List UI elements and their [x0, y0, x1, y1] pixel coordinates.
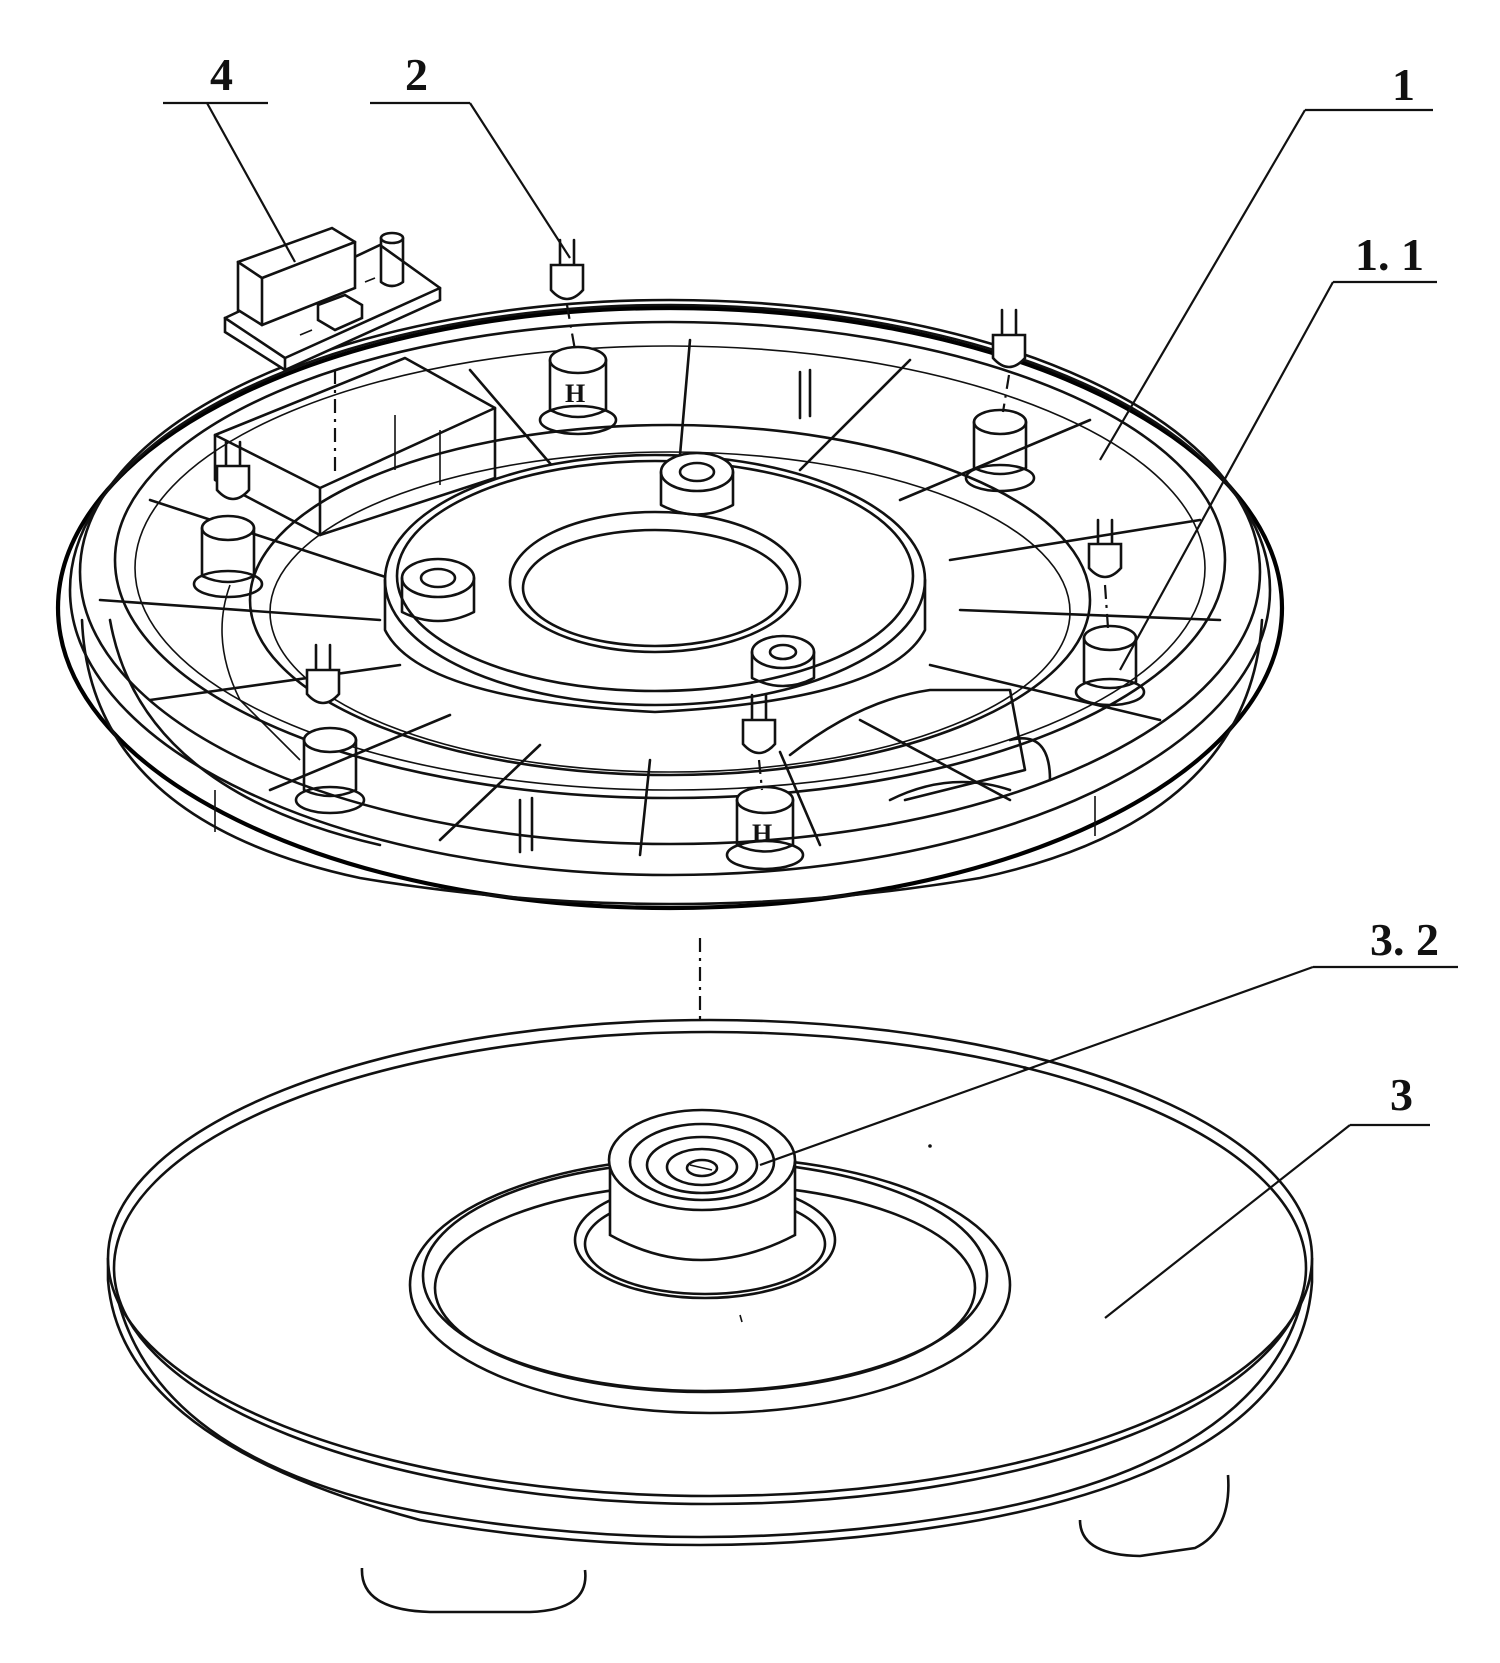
label-ring: 1 [1392, 59, 1415, 110]
svg-text:H: H [565, 379, 585, 408]
svg-text:H: H [752, 819, 772, 848]
sensor-probe-2 [993, 310, 1025, 367]
sensor-probe-4 [1089, 520, 1121, 577]
label-base: 3 [1390, 1069, 1413, 1120]
base-plate-assembly [108, 1020, 1312, 1612]
label-sensor: 2 [405, 49, 428, 100]
sensor-probe-1 [551, 240, 583, 299]
socket-1: H [540, 347, 616, 434]
upper-ring-assembly: H [58, 300, 1282, 908]
socket-5 [296, 728, 364, 813]
socket-4 [1076, 626, 1144, 705]
base-foot-left [362, 1568, 585, 1612]
base-connector [609, 1110, 795, 1260]
central-hub [385, 453, 925, 712]
label-base-connector: 3. 2 [1370, 914, 1439, 965]
label-ring-socket: 1. 1 [1355, 229, 1424, 280]
sensor-probe-5 [307, 645, 339, 703]
socket-6: H [727, 787, 803, 869]
label-pcb: 4 [210, 49, 233, 100]
